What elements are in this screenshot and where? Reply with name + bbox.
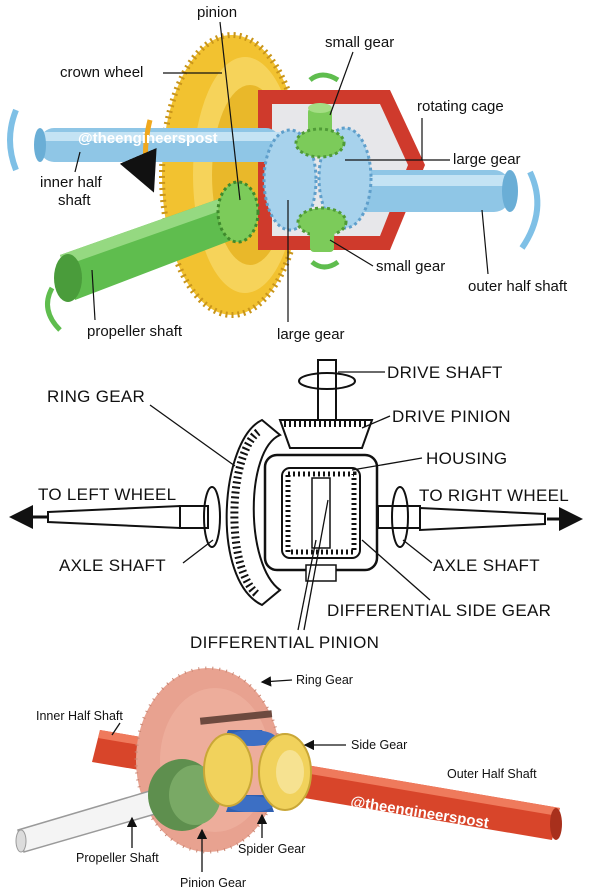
label-differential-pinion: DIFFERENTIAL PINION [190,633,379,652]
watermark-top: @theengineerspost [78,130,218,147]
left-axle-shape [9,486,221,548]
crown-rotation-arrow [119,119,157,193]
leader-differential-pinion-b [303,499,329,631]
label-crown-wheel: crown wheel [60,64,143,81]
leader-axle-shaft-right [402,539,433,564]
leader-axle-shaft-left [182,539,214,564]
leader-drive-pinion [361,415,391,429]
label-large-gear-right: large gear [453,151,521,168]
label-differential-side-gear: DIFFERENTIAL SIDE GEAR [327,601,551,620]
leader-ring-gear-3d [260,676,293,687]
leader-outer-half-shaft [481,209,489,275]
leader-inner-half-shaft-3d [111,722,121,736]
label-inner-half-shaft: inner half [40,174,103,191]
panel-1-illustration: @theengineerspost pinion crown wheel sma… [7,4,568,343]
propeller-shaft-shape [54,180,260,302]
outer-shaft-rotation-arrow [519,170,541,250]
label-axle-shaft-left: AXLE SHAFT [59,556,166,575]
outer-half-shaft-shape [330,170,518,212]
label-inner-half-shaft-3d: Inner Half Shaft [36,709,123,723]
label-to-right-wheel: TO RIGHT WHEEL [419,486,569,505]
label-large-gear-bottom: large gear [277,326,345,343]
leader-inner-half-shaft [74,151,81,173]
leader-differential-side-gear [361,539,431,601]
label-ring-gear: RING GEAR [47,387,145,406]
leader-differential-pinion-a [297,539,317,631]
small-gear-bottom-rotation-arrow [310,259,340,270]
label-to-left-wheel: TO LEFT WHEEL [38,485,176,504]
inner-half-shaft-shape [34,128,280,162]
side-gears-3d [203,733,312,811]
leader-small-gear-bottom [329,239,374,267]
propeller-rotation-arrow [45,286,62,332]
ring-gear-shape [225,418,282,607]
housing-shape [263,453,379,582]
label-small-gear-top: small gear [325,34,394,51]
label-propeller-shaft-3d: Propeller Shaft [76,851,159,865]
label-axle-shaft-right: AXLE SHAFT [433,556,540,575]
label-pinion-gear-3d: Pinion Gear [180,876,246,890]
small-gears-shape [294,103,348,252]
small-gear-top-rotation-arrow [308,72,340,83]
carrier-bar-3d [199,710,273,725]
drive-shaft-shape [298,359,356,423]
label-pinion: pinion [197,4,237,21]
label-outer-half-shaft: outer half shaft [468,278,568,295]
label-inner-half-shaft-2: shaft [58,192,91,209]
panel-2-line-drawing: DRIVE SHAFT RING GEAR DRIVE PINION HOUSI… [9,359,583,652]
drive-pinion-shape [278,419,374,449]
label-outer-half-shaft-3d: Outer Half Shaft [447,767,537,781]
label-drive-pinion: DRIVE PINION [392,407,511,426]
label-small-gear-bottom: small gear [376,258,445,275]
label-ring-gear-3d: Ring Gear [296,673,353,687]
leader-propeller-shaft [91,269,96,321]
inner-shaft-rotation-arrow [7,108,19,172]
label-side-gear-3d: Side Gear [351,738,407,752]
label-housing: HOUSING [426,449,507,468]
label-spider-gear-3d: Spider Gear [238,842,305,856]
right-axle-shape [377,486,583,548]
leader-pinion [219,21,241,201]
leader-small-gear-top [329,51,354,116]
label-propeller-shaft: propeller shaft [87,323,183,340]
panel-3-render: @theengineerspost Ring Gear Inner Half S… [15,666,562,890]
label-rotating-cage: rotating cage [417,98,504,115]
label-drive-shaft: DRIVE SHAFT [387,363,503,382]
leader-ring-gear [149,404,236,467]
leader-housing [351,457,423,471]
